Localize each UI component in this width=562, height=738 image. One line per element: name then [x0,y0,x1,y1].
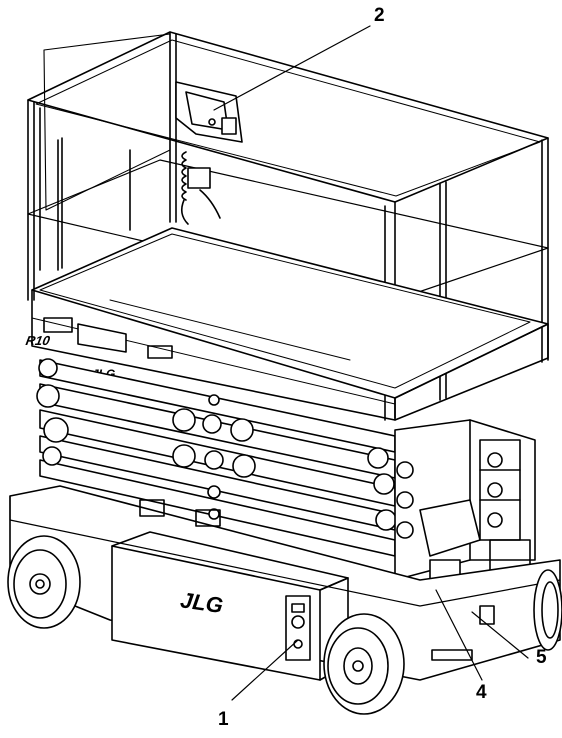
brand-logo-lower: JLG [179,587,225,618]
chassis: JLG [9,485,561,681]
model-label: R10 [25,333,52,348]
leader-lines [213,25,529,701]
leader-line-4 [435,589,483,681]
callout-4: 4 [476,682,487,703]
scissor-stack [36,358,397,557]
leader-line-2 [213,25,371,111]
front-left-wheel [7,535,81,629]
callout-5: 5 [536,647,547,668]
front-right-wheel [323,613,405,715]
lift-mechanism [394,419,536,589]
platform-deck: R10 JLG [25,227,549,421]
rear-right-wheel [533,569,562,651]
leader-line-5 [471,611,529,659]
callout-1: 1 [218,709,229,730]
leader-line-1 [231,639,299,701]
callout-2: 2 [374,5,385,26]
platform-control-box [175,81,243,225]
